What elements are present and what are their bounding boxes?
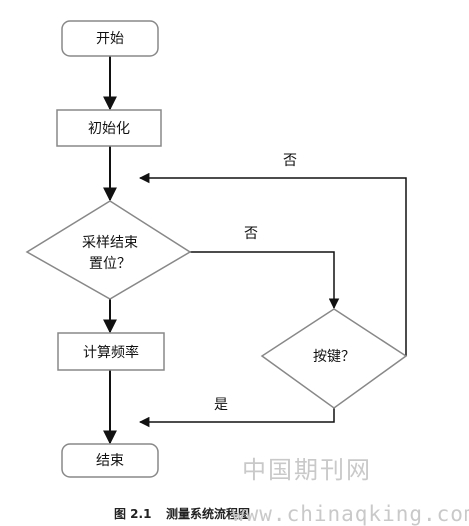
init-node (56, 109, 162, 147)
end-node-label: 结束 (96, 453, 124, 469)
key-press-label: 按键？ (313, 349, 355, 365)
figure-title: 测量系统流程图 (166, 506, 250, 521)
edge-key-no-loop (138, 172, 407, 356)
edge-label-no-right: 否 (244, 226, 258, 242)
init-node-label: 初始化 (88, 120, 130, 137)
start-node-label: 开始 (96, 31, 124, 47)
edge-label-no-top: 否 (283, 153, 297, 169)
figure-number: 图 2.1 (114, 507, 151, 521)
watermark-url: www.chinaqking.com (232, 502, 469, 526)
sample-done-label-line2: 置位？ (89, 256, 131, 272)
compute-freq-node (57, 332, 165, 371)
edge-decision-no-to-key (188, 251, 340, 310)
start-node (61, 20, 159, 57)
key-press-decision (260, 308, 408, 409)
sample-done-label-line1: 采样结束 (82, 235, 138, 251)
edge-key-yes-to-end (138, 408, 335, 428)
edge-label-yes-bottom: 是 (214, 397, 228, 413)
watermark-name: 中国期刊网 (242, 456, 372, 484)
sample-done-decision (25, 200, 192, 300)
end-node (61, 443, 159, 478)
compute-freq-label: 计算频率 (83, 344, 139, 361)
